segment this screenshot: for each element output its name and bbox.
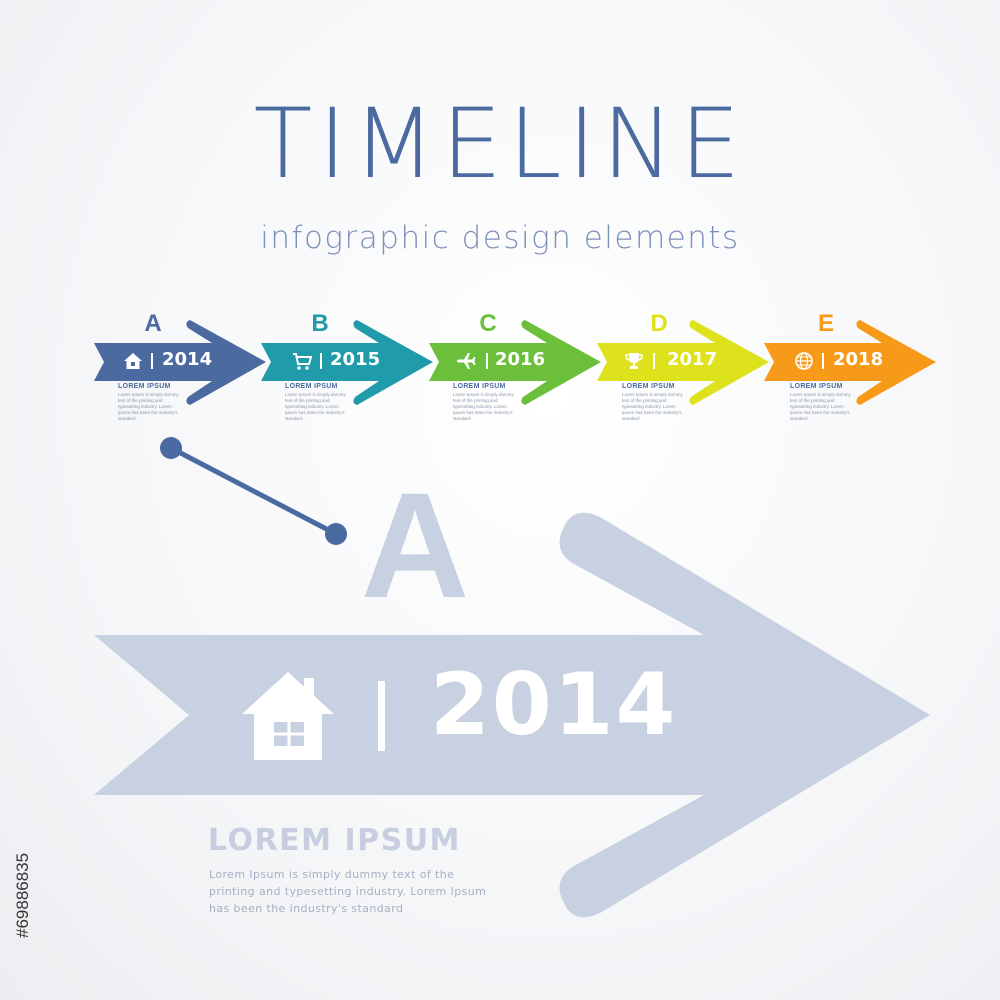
shopping-cart-icon: [293, 353, 312, 370]
house-icon: [242, 672, 334, 760]
step-text: Lorem Ipsum is simply dummy text of the …: [790, 392, 851, 421]
step-text: Lorem Ipsum is simply dummy text of the …: [285, 392, 346, 421]
step-divider: [653, 353, 655, 369]
step-letter: C: [479, 310, 497, 337]
step-year: 2014: [162, 349, 213, 370]
step-text: Lorem Ipsum is simply dummy text of the …: [453, 392, 514, 421]
step-year: 2018: [833, 349, 884, 370]
trophy-icon: [625, 353, 643, 369]
stock-id-text: #69886835: [13, 852, 32, 938]
globe-icon: [795, 352, 813, 370]
step-arrow-shape: [764, 320, 936, 405]
step-text: Lorem Ipsum is simply dummy text of the …: [118, 392, 179, 421]
step-letter: E: [817, 310, 834, 337]
step-heading: LOREM IPSUM: [118, 383, 171, 390]
step-divider: [486, 353, 488, 369]
detail-letter: A: [360, 461, 470, 629]
step-letter: D: [650, 310, 668, 337]
stock-id-label: #69886835: [8, 768, 32, 938]
step-heading: LOREM IPSUM: [622, 383, 675, 390]
step-heading: LOREM IPSUM: [453, 383, 506, 390]
detail-year: 2014: [430, 655, 678, 755]
step-heading: LOREM IPSUM: [285, 383, 338, 390]
step-heading: LOREM IPSUM: [790, 383, 843, 390]
step-year: 2016: [495, 349, 546, 370]
step-year: 2017: [667, 349, 718, 370]
detail-arrow-shape: [94, 512, 930, 918]
detail-heading: LOREM IPSUM: [208, 823, 461, 858]
house-icon: [124, 353, 142, 369]
step-arrow-shape: [597, 320, 769, 405]
step-arrow-shape: [94, 320, 266, 405]
page-subtitle: infographic design elements: [260, 220, 740, 256]
page-title: TIMELINE: [253, 88, 747, 200]
step-divider: [320, 353, 322, 369]
zoom-connector: [160, 437, 347, 545]
step-arrow-shape: [429, 320, 601, 405]
step-letter: B: [311, 310, 329, 337]
step-divider: [822, 353, 824, 369]
step-letter: A: [144, 310, 162, 337]
step-text: Lorem Ipsum is simply dummy text of the …: [622, 392, 683, 421]
step-arrow-shape: [261, 320, 433, 405]
step-year: 2015: [330, 349, 381, 370]
detail-divider: [378, 681, 385, 751]
step-divider: [151, 353, 153, 369]
detail-text: Lorem Ipsum is simply dummy text of the …: [209, 868, 487, 915]
airplane-icon: [457, 353, 476, 369]
